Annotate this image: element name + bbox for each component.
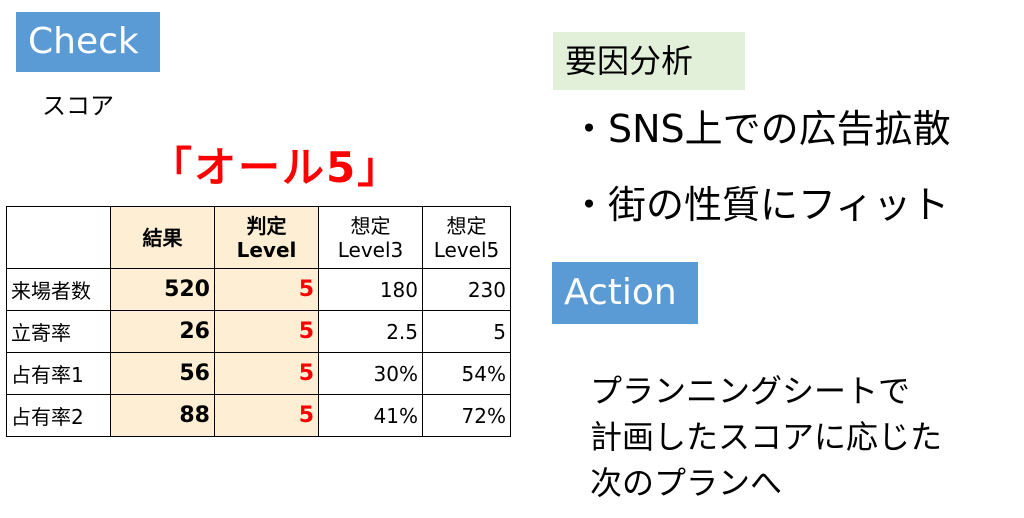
table-row: 占有率1 56 5 30% 54%	[6, 352, 511, 395]
row-level3: 30%	[318, 352, 423, 395]
header-judge-line1: 判定	[246, 213, 287, 238]
row-result: 520	[110, 268, 215, 311]
header-level5: 想定 Level5	[422, 206, 511, 269]
row-label: 来場者数	[6, 268, 111, 311]
factor-item: ・街の性質にフィット	[570, 183, 950, 227]
row-result: 88	[110, 394, 215, 437]
header-blank	[6, 206, 111, 269]
table-header-row: 結果 判定 Level 想定 Level3 想定 Level5	[6, 206, 511, 269]
header-level3-line2: Level3	[337, 237, 404, 262]
row-level5: 5	[422, 310, 511, 353]
row-label: 占有率2	[6, 394, 111, 437]
row-result: 26	[110, 310, 215, 353]
header-level3-line1: 想定	[350, 213, 391, 238]
header-result: 結果	[110, 206, 215, 269]
row-judge: 5	[214, 352, 319, 395]
table-row: 占有率2 88 5 41% 72%	[6, 394, 511, 437]
action-line: 次のプランへ	[590, 464, 783, 502]
row-level5: 54%	[422, 352, 511, 395]
header-judge-line2: Level	[236, 237, 297, 262]
header-judge: 判定 Level	[214, 206, 319, 269]
action-tag: Action	[552, 262, 698, 324]
factor-analysis-tag: 要因分析	[553, 32, 745, 90]
header-level5-line1: 想定	[446, 213, 487, 238]
row-judge: 5	[214, 310, 319, 353]
result-table: 結果 判定 Level 想定 Level3 想定 Level5 来場者数 520…	[6, 206, 511, 437]
all-five-headline: 「オール5」	[150, 143, 402, 192]
score-label: スコア	[42, 92, 114, 120]
row-level3: 2.5	[318, 310, 423, 353]
table-row: 立寄率 26 5 2.5 5	[6, 310, 511, 353]
factor-item: ・SNS上での広告拡散	[570, 107, 951, 151]
row-judge: 5	[214, 268, 319, 311]
row-label: 立寄率	[6, 310, 111, 353]
row-level5: 72%	[422, 394, 511, 437]
action-line: 計画したスコアに応じた	[590, 418, 943, 456]
header-level3: 想定 Level3	[318, 206, 423, 269]
header-level5-line2: Level5	[433, 237, 500, 262]
row-result: 56	[110, 352, 215, 395]
action-line: プランニングシートで	[590, 372, 911, 410]
check-tag: Check	[16, 12, 160, 72]
row-level3: 180	[318, 268, 423, 311]
row-judge: 5	[214, 394, 319, 437]
table-row: 来場者数 520 5 180 230	[6, 268, 511, 311]
row-level5: 230	[422, 268, 511, 311]
row-label: 占有率1	[6, 352, 111, 395]
row-level3: 41%	[318, 394, 423, 437]
